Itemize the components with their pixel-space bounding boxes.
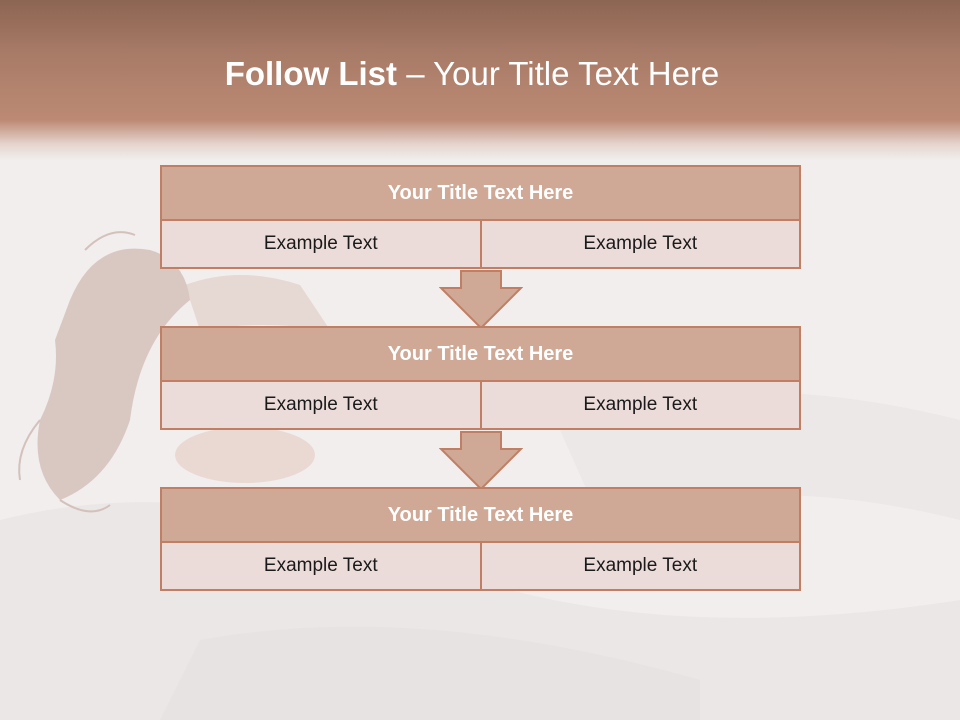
list-block-1: Your Title Text Here Example Text Exampl…: [160, 165, 801, 269]
block-cell-right: Example Text: [479, 541, 801, 591]
slide-title: Follow List – Your Title Text Here: [0, 55, 944, 93]
block-cell-left: Example Text: [160, 380, 482, 430]
block-row: Example Text Example Text: [160, 380, 801, 430]
down-arrow-icon: [439, 270, 523, 330]
down-arrow-icon: [439, 431, 523, 491]
block-title: Your Title Text Here: [160, 326, 801, 382]
block-title: Your Title Text Here: [160, 487, 801, 543]
block-title: Your Title Text Here: [160, 165, 801, 221]
block-cell-left: Example Text: [160, 541, 482, 591]
list-block-2: Your Title Text Here Example Text Exampl…: [160, 326, 801, 430]
list-block-3: Your Title Text Here Example Text Exampl…: [160, 487, 801, 591]
header-band: [0, 0, 960, 160]
block-cell-right: Example Text: [479, 380, 801, 430]
slide-title-bold: Follow List: [224, 55, 398, 92]
block-row: Example Text Example Text: [160, 541, 801, 591]
block-cell-left: Example Text: [160, 219, 482, 269]
block-cell-right: Example Text: [479, 219, 801, 269]
slide-title-rest: – Your Title Text Here: [397, 55, 720, 92]
block-row: Example Text Example Text: [160, 219, 801, 269]
